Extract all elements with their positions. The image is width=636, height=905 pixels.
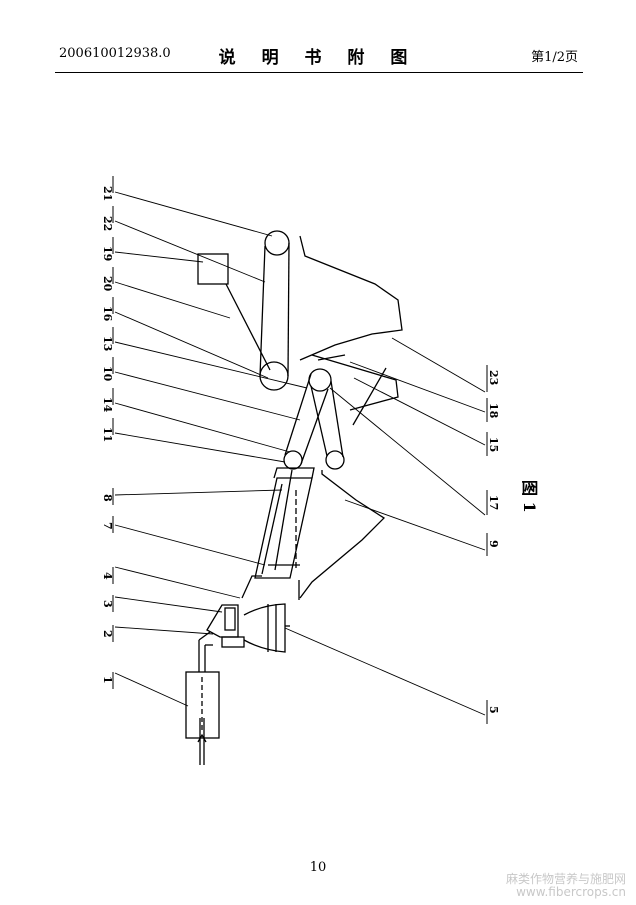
label-5: 5 [487, 706, 500, 714]
labels-left: 21 22 19 20 16 13 10 14 11 8 7 4 3 2 1 [101, 186, 114, 684]
label-19: 19 [101, 246, 114, 261]
label-15: 15 [487, 437, 500, 452]
label-ticks [112, 176, 488, 724]
label-23: 23 [487, 370, 500, 385]
figure-caption: 图 1 [520, 480, 539, 513]
label-2: 2 [101, 630, 114, 638]
page-title: 说 明 书 附 图 [218, 48, 418, 68]
label-16: 16 [101, 306, 114, 322]
watermark-url: www.fibercrops.cn [516, 885, 626, 899]
watermark-text: 麻类作物营养与施肥网 [505, 872, 626, 886]
machine-outline [185, 230, 403, 765]
leader-lines-left [114, 191, 308, 707]
label-9: 9 [487, 540, 500, 548]
label-3: 3 [101, 600, 114, 608]
page-indicator: 第1/2页 [531, 50, 578, 65]
label-13: 13 [101, 336, 114, 351]
label-21: 21 [101, 186, 114, 201]
label-17: 17 [487, 495, 500, 510]
labels-right: 23 18 15 17 9 5 [487, 370, 500, 714]
label-22: 22 [101, 216, 114, 231]
leader-lines-right [284, 337, 486, 716]
label-11: 11 [101, 427, 114, 442]
label-8: 8 [101, 494, 114, 502]
label-7: 7 [101, 522, 114, 530]
label-20: 20 [101, 276, 114, 292]
label-14: 14 [101, 397, 114, 413]
header-rule [55, 72, 583, 73]
label-4: 4 [101, 572, 114, 580]
label-10: 10 [101, 366, 114, 382]
label-1: 1 [101, 676, 114, 684]
document-number: 200610012938.0 [59, 46, 171, 61]
label-18: 18 [487, 403, 500, 419]
page-number: 10 [309, 860, 327, 875]
